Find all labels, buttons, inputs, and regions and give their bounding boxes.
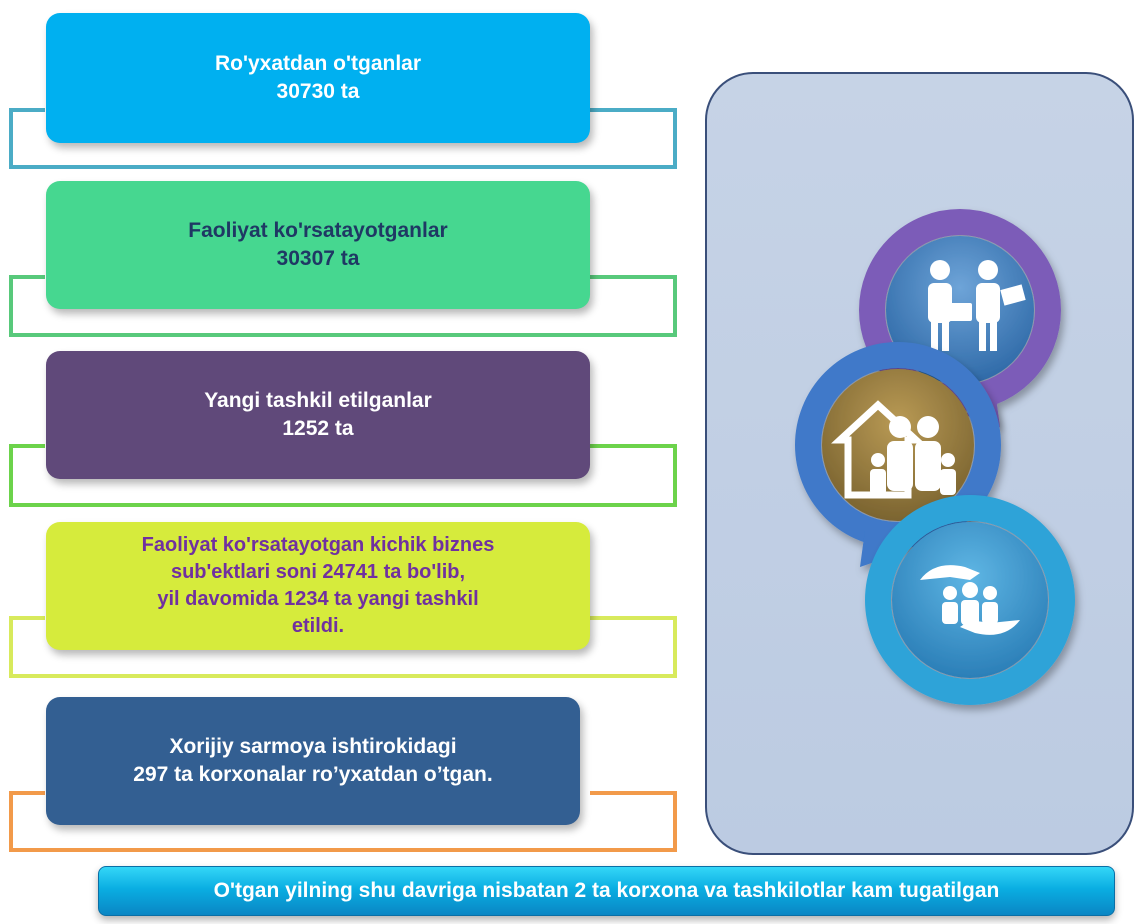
hands-protecting-team-icon: [920, 565, 1020, 635]
item-title: Ro'yxatdan o'tganlar: [214, 52, 422, 75]
item-frame: [9, 791, 677, 852]
item-box: Faoliyat ko'rsatayotganlar 30307 ta: [46, 181, 590, 309]
item-box: Ro'yxatdan o'tganlar 30730 ta: [46, 13, 590, 143]
item-value: 30307 ta: [276, 247, 360, 270]
item-frame: [9, 108, 677, 169]
item-title: Faoliyat ko'rsatayotganlar: [188, 219, 448, 242]
item-line: sub'ektlari soni 24741 ta bo'lib,: [170, 561, 466, 583]
handshake-people-icon: [928, 260, 1026, 351]
item-title: Yangi tashkil etilganlar: [204, 389, 432, 412]
family-house-icon: [831, 400, 956, 499]
item-line: etildi.: [291, 615, 345, 637]
cycle-illustration: [795, 209, 1075, 705]
item-box: Faoliyat ko'rsatayotgan kichik biznes su…: [46, 522, 590, 650]
item-value: 1252 ta: [282, 417, 354, 440]
banner-text: O'tgan yilning shu davriga nisbatan 2 ta…: [213, 879, 1000, 902]
summary-banner: O'tgan yilning shu davriga nisbatan 2 ta…: [98, 866, 1115, 916]
item-frame: [9, 444, 677, 507]
item-title: Xorijiy sarmoya ishtirokidagi: [169, 735, 457, 758]
item-frame: [9, 275, 677, 337]
item-box: Xorijiy sarmoya ishtirokidagi 297 ta kor…: [46, 697, 580, 825]
item-value: 30730 ta: [276, 80, 360, 103]
item-line: Faoliyat ko'rsatayotgan kichik biznes: [141, 534, 495, 556]
item-value: 297 ta korxonalar ro’yxatdan o’tgan.: [133, 763, 493, 786]
item-frame: [9, 616, 677, 678]
item-box: Yangi tashkil etilganlar 1252 ta: [46, 351, 590, 479]
item-line: yil davomida 1234 ta yangi tashkil: [157, 588, 479, 610]
